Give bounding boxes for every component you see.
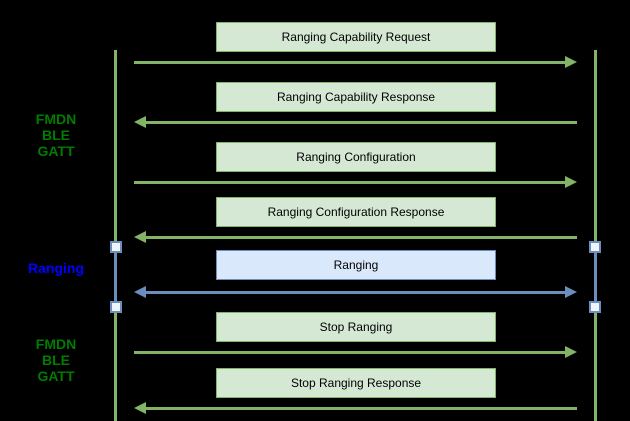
arrow-shaft bbox=[144, 290, 567, 294]
section-label-line: BLE bbox=[42, 127, 70, 143]
lifeline-left-ranging-segment bbox=[114, 247, 117, 307]
message-arrow-right bbox=[134, 176, 577, 188]
section-label-line: BLE bbox=[42, 352, 70, 368]
arrowhead-right-icon bbox=[565, 56, 577, 68]
message-box: Ranging Configuration bbox=[216, 142, 496, 172]
arrowhead-right-icon bbox=[565, 286, 577, 298]
activation-marker bbox=[110, 241, 122, 253]
arrowhead-right-icon bbox=[565, 176, 577, 188]
arrow-shaft bbox=[134, 180, 567, 184]
message-arrow-right bbox=[134, 56, 577, 68]
arrowhead-right-icon bbox=[565, 346, 577, 358]
arrow-shaft bbox=[134, 350, 567, 354]
message-label: Ranging Capability Response bbox=[276, 90, 436, 104]
message-label: Ranging bbox=[333, 258, 379, 272]
lifeline-right-ranging-segment bbox=[594, 247, 597, 307]
arrow-shaft bbox=[144, 235, 577, 239]
arrowhead-left-icon bbox=[134, 402, 146, 414]
activation-marker bbox=[589, 301, 601, 313]
message-arrow-left bbox=[134, 231, 577, 243]
section-label-line: GATT bbox=[37, 143, 75, 159]
message-label: Stop Ranging bbox=[319, 320, 393, 334]
lifeline-left bbox=[114, 50, 117, 421]
message-box: Stop Ranging bbox=[216, 312, 496, 342]
message-box: Ranging Capability Request bbox=[216, 22, 496, 52]
arrow-shaft bbox=[144, 406, 577, 410]
arrow-shaft bbox=[144, 120, 577, 124]
message-label: Ranging Capability Request bbox=[281, 30, 431, 44]
activation-marker bbox=[110, 301, 122, 313]
section-label-line: GATT bbox=[37, 368, 75, 384]
arrowhead-left-icon bbox=[134, 116, 146, 128]
section-label-line: FMDN bbox=[35, 336, 77, 352]
message-box: Stop Ranging Response bbox=[216, 368, 496, 398]
message-label: Ranging Configuration bbox=[296, 150, 416, 164]
message-box: Ranging Configuration Response bbox=[216, 197, 496, 227]
message-arrow-left bbox=[134, 116, 577, 128]
arrowhead-left-icon bbox=[134, 231, 146, 243]
section-label-ranging: Ranging bbox=[10, 260, 102, 276]
message-arrow-left bbox=[134, 402, 577, 414]
message-label: Ranging Configuration Response bbox=[267, 205, 445, 219]
message-arrow-right bbox=[134, 346, 577, 358]
arrow-shaft bbox=[134, 60, 567, 64]
section-label-line: FMDN bbox=[35, 111, 77, 127]
activation-marker bbox=[589, 241, 601, 253]
message-box: Ranging bbox=[216, 250, 496, 280]
message-arrow-both bbox=[134, 286, 577, 298]
message-box: Ranging Capability Response bbox=[216, 82, 496, 112]
message-label: Stop Ranging Response bbox=[290, 376, 422, 390]
arrowhead-left-icon bbox=[134, 286, 146, 298]
lifeline-right bbox=[594, 50, 597, 421]
section-label-line: Ranging bbox=[28, 260, 84, 276]
